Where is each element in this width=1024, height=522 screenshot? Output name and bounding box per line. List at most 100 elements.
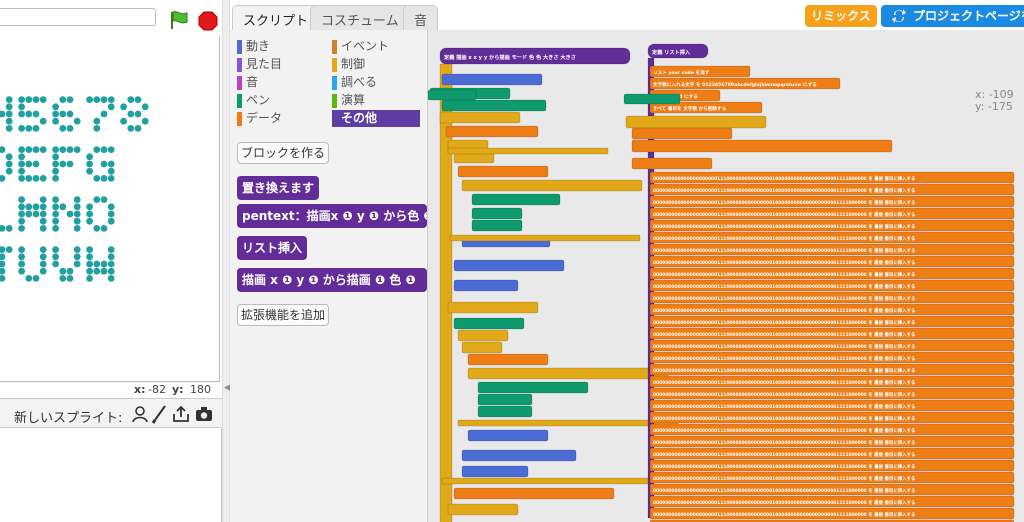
project-title-input[interactable] [0, 8, 156, 26]
binary-insert-block[interactable] [649, 255, 1015, 268]
category-data[interactable]: データ [237, 110, 329, 127]
define-list-hat[interactable] [647, 43, 709, 59]
script-block[interactable] [453, 279, 519, 292]
script-area[interactable]: 定義 描画 x x y y から描画 モード 色 色 大きさ 大きさ定義 リスト… [428, 30, 1024, 522]
script-block[interactable] [447, 503, 519, 516]
binary-insert-block[interactable] [649, 279, 1015, 292]
custom-block-replace[interactable]: 置き換えます [237, 176, 319, 200]
insert-char-block[interactable] [631, 139, 893, 153]
binary-insert-block[interactable] [649, 315, 1015, 328]
binary-insert-block[interactable] [649, 471, 1015, 484]
binary-insert-block[interactable] [649, 411, 1015, 424]
category-control[interactable]: 制御 [332, 56, 420, 73]
collapse-arrow-icon[interactable]: ◀ [224, 383, 231, 393]
repeat-block[interactable] [625, 115, 767, 129]
custom-block-list-insert[interactable]: リスト挿入 [237, 236, 307, 260]
binary-insert-block[interactable] [649, 459, 1015, 472]
script-block[interactable] [467, 429, 549, 442]
script-block[interactable] [461, 465, 529, 478]
binary-insert-block[interactable] [649, 267, 1015, 280]
custom-block-pentext[interactable]: pentext：描画x ❶ y ❶ から色 ❶ [237, 204, 427, 228]
category-pen[interactable]: ペン [237, 92, 329, 109]
binary-insert-block[interactable] [649, 495, 1015, 508]
project-page-button[interactable]: プロジェクトページを [881, 5, 1024, 27]
paint-brush-icon[interactable] [150, 404, 170, 424]
script-block[interactable] [477, 381, 589, 394]
category-motion[interactable]: 動き [237, 38, 329, 55]
script-block[interactable] [457, 329, 509, 342]
binary-insert-block[interactable] [649, 483, 1015, 496]
script-block[interactable] [461, 341, 503, 354]
binary-insert-block[interactable] [649, 375, 1015, 388]
script-block[interactable] [477, 393, 533, 406]
custom-block-draw[interactable]: 描画 x ❶ y ❶ から描画 ❶ 色 ❶ [237, 268, 427, 292]
binary-insert-block[interactable] [649, 171, 1015, 184]
binary-insert-block[interactable] [649, 303, 1015, 316]
script-spine[interactable] [439, 63, 453, 522]
binary-insert-block[interactable] [649, 351, 1015, 364]
binary-insert-block[interactable] [649, 507, 1015, 520]
loop-end-bar[interactable] [447, 147, 609, 155]
script-block[interactable] [471, 219, 523, 232]
binary-insert-block[interactable] [649, 363, 1015, 376]
binary-insert-block[interactable] [649, 423, 1015, 436]
binary-insert-block[interactable] [649, 231, 1015, 244]
binary-insert-block[interactable] [649, 339, 1015, 352]
make-block-button[interactable]: ブロックを作る [237, 142, 329, 164]
script-block[interactable] [461, 449, 577, 462]
loop-end-bar[interactable] [457, 419, 679, 427]
category-sound[interactable]: 音 [237, 74, 329, 91]
binary-insert-block[interactable] [649, 291, 1015, 304]
binary-insert-block[interactable] [649, 387, 1015, 400]
add-extension-button[interactable]: 拡張機能を追加 [237, 304, 329, 326]
script-block[interactable] [439, 111, 521, 124]
stop-sign-icon[interactable] [198, 11, 218, 31]
script-block[interactable] [477, 405, 533, 418]
define-hat-block[interactable] [439, 47, 631, 65]
script-block[interactable] [453, 487, 615, 500]
loop-end-bar[interactable] [449, 234, 641, 242]
binary-insert-block[interactable] [649, 435, 1015, 448]
sprite-library-icon[interactable] [130, 404, 150, 424]
script-block[interactable] [453, 259, 565, 272]
camera-icon[interactable] [194, 404, 214, 424]
category-sensing[interactable]: 調べる [332, 74, 420, 91]
binary-insert-block[interactable] [649, 207, 1015, 220]
script-block[interactable] [467, 367, 669, 380]
stage-canvas[interactable] [0, 36, 220, 382]
panel-divider[interactable]: ◀ [222, 0, 231, 522]
binary-insert-block[interactable] [649, 183, 1015, 196]
binary-insert-block[interactable] [649, 327, 1015, 340]
tab-scripts[interactable]: スクリプト [232, 5, 320, 30]
tab-sounds[interactable]: 音 [403, 5, 439, 30]
binary-insert-block[interactable] [649, 243, 1015, 256]
binary-insert-block[interactable] [649, 447, 1015, 460]
script-block[interactable] [461, 179, 643, 192]
binary-insert-block[interactable] [649, 219, 1015, 232]
script-block[interactable] [471, 207, 523, 220]
list-setup-block[interactable] [649, 65, 751, 78]
loop-end-bar[interactable] [441, 477, 653, 485]
list-setup-block[interactable] [649, 77, 841, 90]
binary-insert-block[interactable] [649, 399, 1015, 412]
pen-size-block[interactable] [623, 93, 681, 105]
script-block[interactable] [445, 125, 539, 138]
upload-icon[interactable] [171, 404, 191, 424]
category-operators[interactable]: 演算 [332, 92, 420, 109]
script-block[interactable] [471, 193, 561, 206]
script-block[interactable] [441, 73, 543, 86]
set-block[interactable] [631, 127, 733, 140]
script-block[interactable] [441, 99, 547, 112]
remix-button[interactable]: リミックス [805, 5, 877, 27]
category-looks[interactable]: 見た目 [237, 56, 329, 73]
script-block[interactable] [457, 165, 549, 178]
tab-costumes[interactable]: コスチューム [310, 5, 410, 30]
script-block[interactable] [453, 317, 525, 330]
binary-insert-block[interactable] [649, 195, 1015, 208]
green-flag-icon[interactable] [168, 9, 190, 31]
pen-block[interactable] [428, 89, 477, 101]
delete-block[interactable] [631, 157, 713, 170]
category-events[interactable]: イベント [332, 38, 420, 55]
script-block[interactable] [467, 353, 549, 366]
